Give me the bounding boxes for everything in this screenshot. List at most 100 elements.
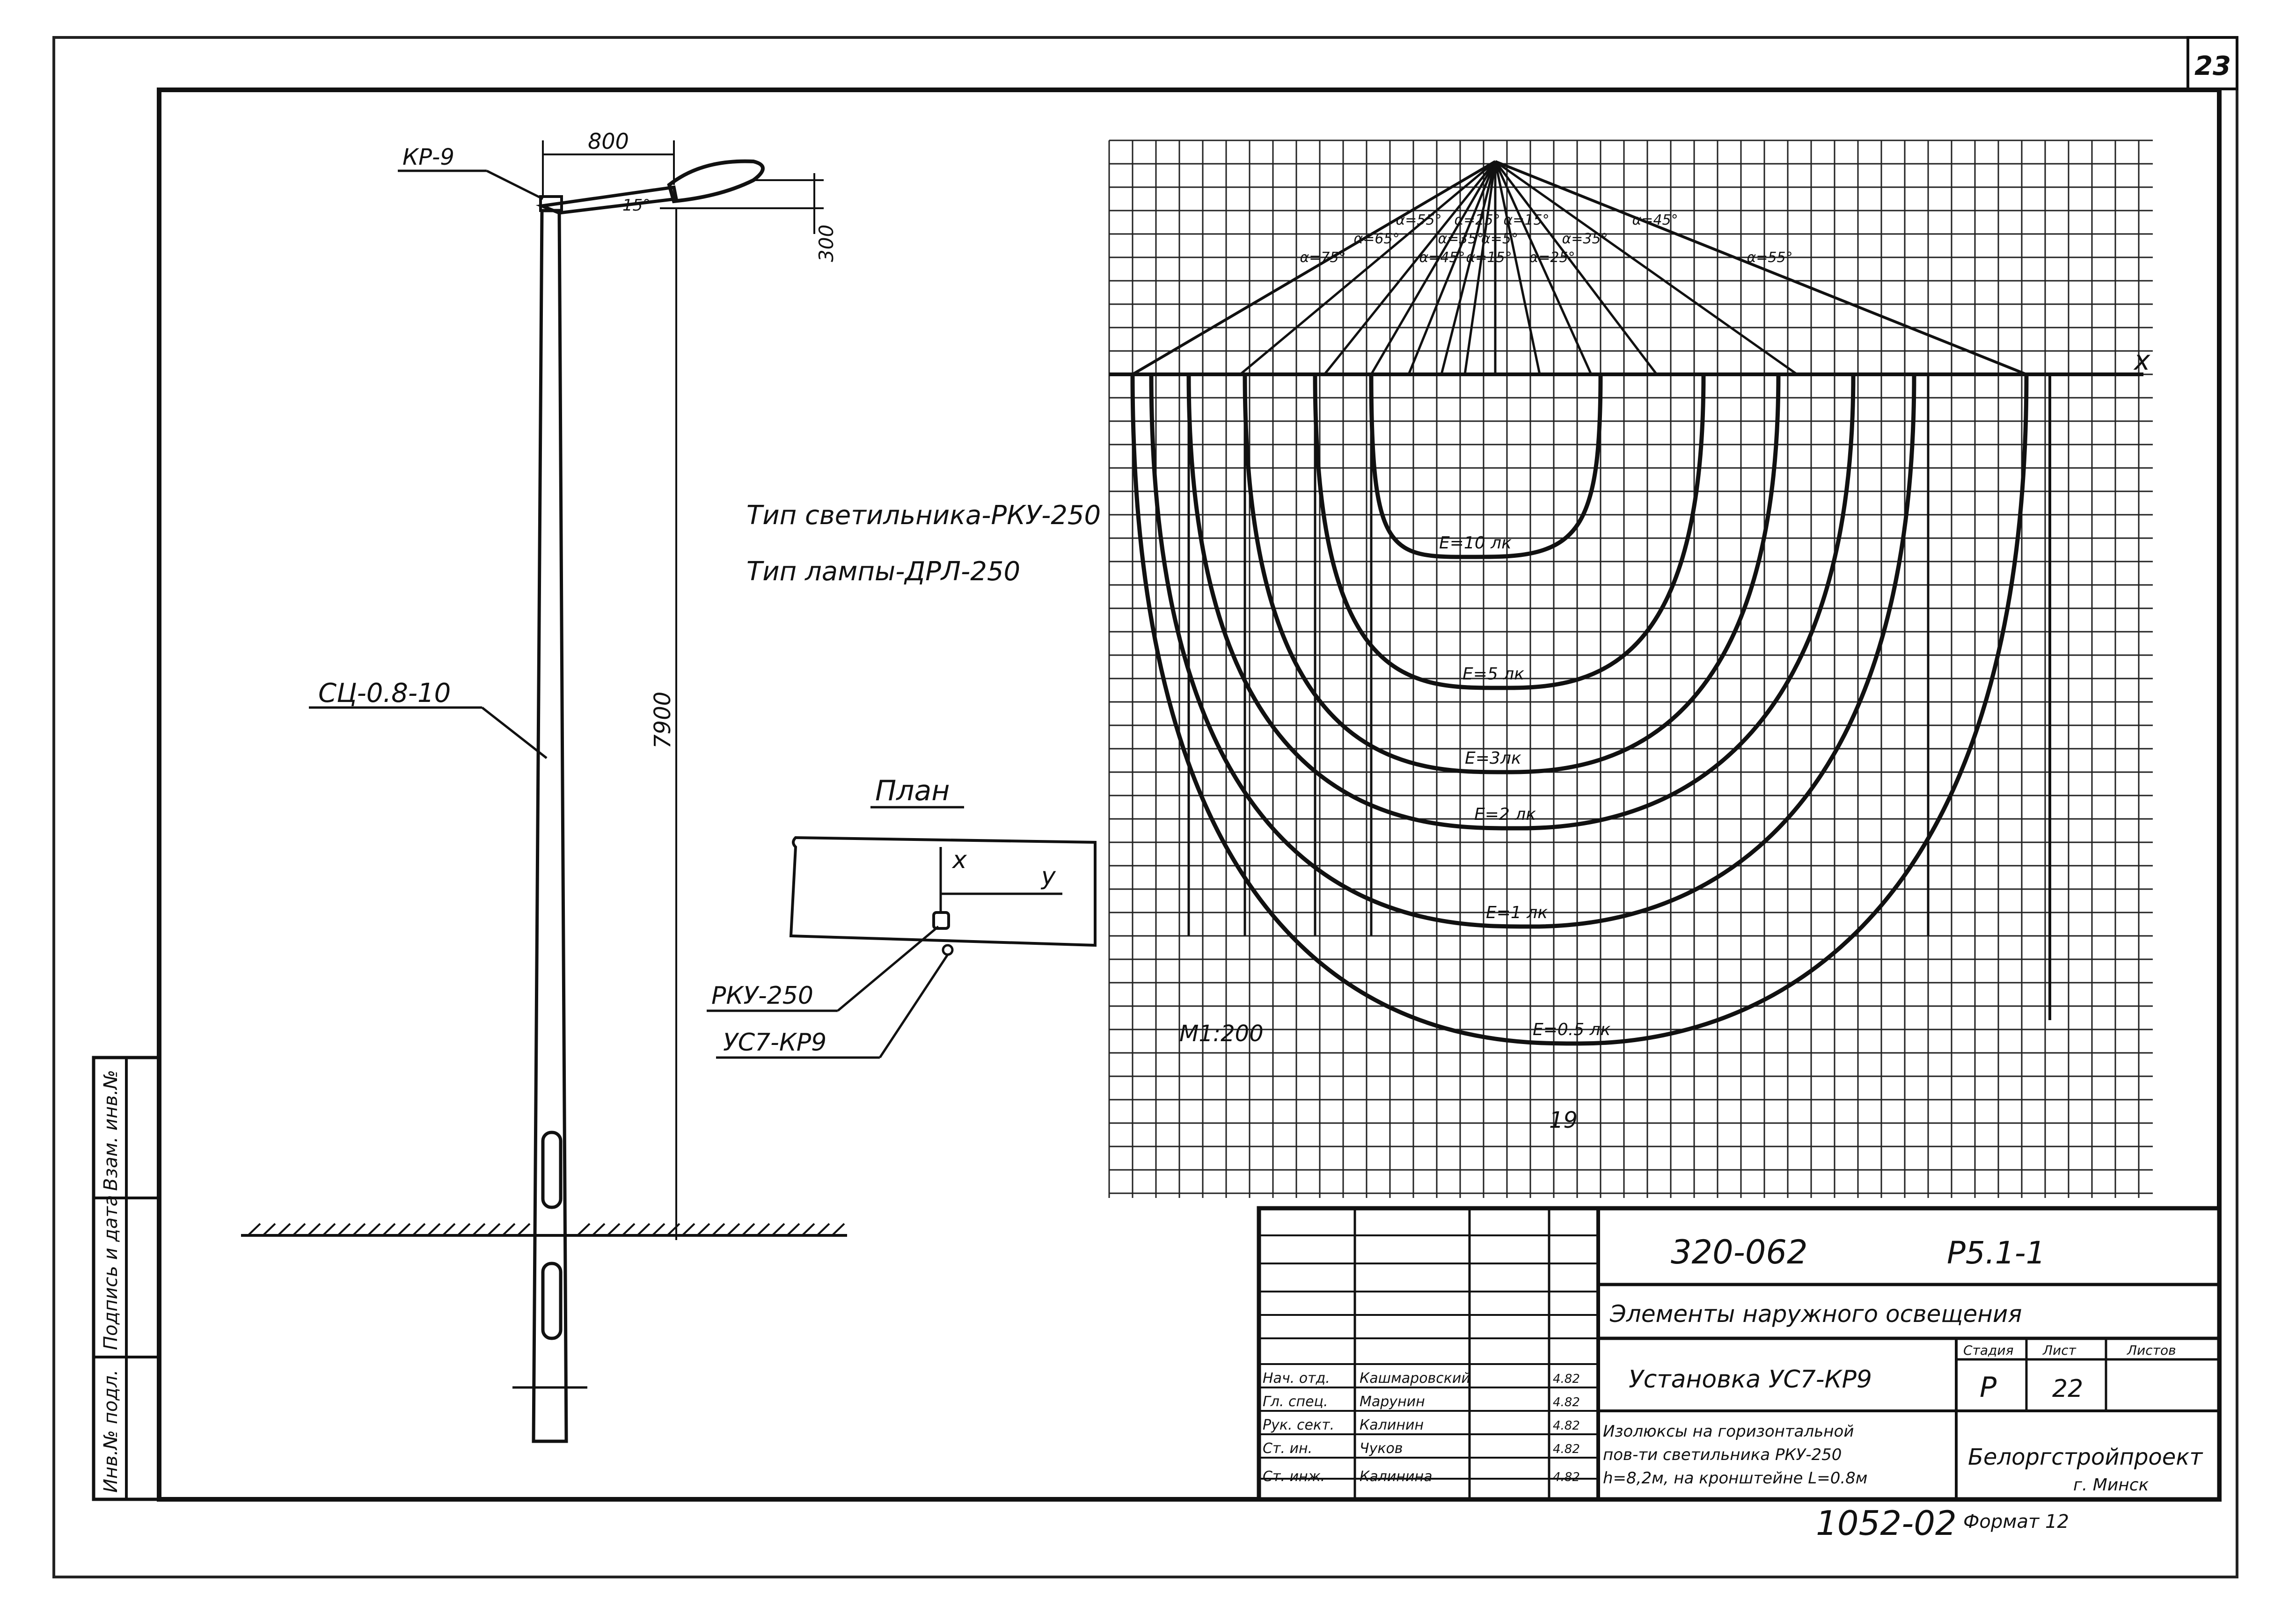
isolux-curve — [1130, 374, 2029, 1046]
hatch-stroke — [801, 1223, 815, 1236]
hatch-stroke — [756, 1223, 770, 1236]
isolux-curve-label: E=2 лк — [1474, 805, 1536, 824]
staff-date: 4.82 — [1553, 1470, 1580, 1484]
ground-hatching — [247, 1223, 845, 1236]
staff-name: Кашмаровский — [1360, 1370, 1470, 1387]
section-title: Элементы наружного освещения — [1609, 1300, 2022, 1328]
staff-name: Чуков — [1360, 1440, 1403, 1457]
pole-body — [532, 209, 568, 1443]
side-stamp-replace: Взам. инв.№ — [100, 1070, 122, 1191]
plan-view: План x y РКУ-250 УС7-КР9 — [707, 774, 1097, 1059]
hatch-stroke — [726, 1223, 740, 1236]
angle-ray — [1494, 161, 1541, 375]
luminaire-type: Тип светильника-РКУ-250 — [746, 500, 1101, 531]
isolux-scale: М1:200 — [1179, 1021, 1264, 1047]
isolux-curve-label: E=5 лк — [1462, 664, 1524, 684]
format-label: Формат 12 — [1963, 1511, 2069, 1533]
angle-ray — [1494, 161, 1593, 375]
plan-luminaire-label: РКУ-250 — [711, 982, 813, 1010]
staff-date: 4.82 — [1553, 1395, 1580, 1409]
angle-ray — [1407, 161, 1497, 375]
plan-unit-label: УС7-КР9 — [723, 1029, 826, 1057]
hatch-stroke — [352, 1223, 366, 1236]
hatch-stroke — [681, 1223, 695, 1236]
angle-ray — [1440, 161, 1497, 375]
staff-date: 4.82 — [1553, 1442, 1580, 1456]
dim-rise: 300 — [815, 225, 838, 262]
hatch-stroke — [277, 1223, 291, 1236]
isolux-curve — [1149, 374, 1916, 929]
staff-name: Калинин — [1360, 1417, 1424, 1433]
inventory-number: 1052-02 — [1816, 1504, 1957, 1543]
dim-reach: 800 — [588, 129, 629, 154]
angle-label: α=25° — [1455, 212, 1500, 228]
road-strip — [789, 836, 1097, 947]
hatch-stroke — [622, 1223, 636, 1236]
sheet-value: 22 — [2052, 1375, 2083, 1403]
staff-role: Ст. ин. — [1263, 1440, 1312, 1457]
drawing-subtitle-3: h=8,2м, на кронштейне L=0.8м — [1603, 1469, 1867, 1488]
hatch-stroke — [322, 1223, 336, 1236]
hatch-stroke — [592, 1223, 606, 1236]
hatch-stroke — [367, 1223, 381, 1236]
staff-name: Марунин — [1360, 1394, 1425, 1410]
side-stamp-sign: Подпись и дата — [100, 1195, 122, 1350]
isolux-grid — [1108, 139, 2153, 1198]
boundary-ray — [1494, 160, 2027, 376]
luminaire-head — [667, 159, 765, 204]
staff-rows: Нач. отд. Кашмаровский 4.82 Гл. спец. Ма… — [1263, 1370, 1580, 1485]
isolux-curve — [1243, 374, 1781, 774]
side-stamp-inv: Инв.№ подл. — [100, 1370, 122, 1493]
hatch-stroke — [577, 1223, 591, 1236]
angle-label: α=15° — [1466, 249, 1512, 266]
outer-frame — [52, 36, 2238, 1578]
staff-role: Нач. отд. — [1263, 1370, 1330, 1387]
pole-hole-upper — [541, 1131, 563, 1209]
hatch-stroke — [786, 1223, 800, 1236]
pole-hole-lower — [541, 1262, 563, 1340]
isolux-curve — [1186, 374, 1856, 831]
sheet-number-box — [2186, 36, 2238, 90]
isolux-curve-label: E=3лк — [1465, 749, 1521, 768]
dim-height: 7900 — [650, 692, 676, 749]
hatch-stroke — [382, 1223, 396, 1236]
sheet-header: Лист — [2042, 1343, 2077, 1358]
isolux-curve-label: E=1 лк — [1486, 903, 1548, 922]
plan-title: План — [875, 774, 950, 807]
drawing-subtitle-2: пов-ти светильника РКУ-250 — [1603, 1445, 1842, 1464]
hatch-stroke — [337, 1223, 351, 1236]
bracket-label: КР-9 — [402, 144, 454, 170]
plan-luminaire — [932, 911, 950, 930]
hatch-stroke — [517, 1223, 531, 1236]
pole-cap — [539, 195, 563, 212]
angle-ray — [1494, 160, 1798, 376]
plan-pole — [942, 944, 954, 956]
sheets-header: Листов — [2127, 1343, 2176, 1358]
angle-rays: α=75°α=65°α=55°α=45°α=35°α=25°α=15°α=5°α… — [1132, 160, 2027, 376]
hatch-stroke — [651, 1223, 665, 1236]
isolux-curve-label: E=0.5 лк — [1533, 1020, 1611, 1039]
sheet-number: 23 — [2194, 51, 2231, 81]
staff-role: Ст. инж. — [1263, 1468, 1325, 1485]
staff-date: 4.82 — [1553, 1372, 1580, 1386]
angle-label: α=55° — [1747, 249, 1793, 266]
plan-axis-x: x — [951, 846, 967, 874]
hatch-stroke — [427, 1223, 441, 1236]
staff-date: 4.82 — [1553, 1419, 1580, 1433]
angle-label: α=15° — [1504, 212, 1550, 228]
angle-ray — [1463, 161, 1497, 375]
doc-number: 320-062 — [1671, 1233, 1807, 1271]
stage-header: Стадия — [1963, 1343, 2013, 1358]
isolux-axis-x: x — [2133, 344, 2150, 376]
org-city: г. Минск — [2073, 1475, 2149, 1495]
tilt-angle: 15° — [622, 196, 651, 215]
isolux-bottom-mark: 19 — [1549, 1107, 1578, 1133]
pole-label: СЦ-0.8-10 — [318, 678, 451, 708]
hatch-stroke — [607, 1223, 621, 1236]
isolux-diagram: α=75°α=65°α=55°α=45°α=35°α=25°α=15°α=5°α… — [1108, 139, 2153, 1198]
lamp-type: Тип лампы-ДРЛ-250 — [746, 556, 1020, 587]
hatch-stroke — [457, 1223, 471, 1236]
hatch-stroke — [262, 1223, 276, 1236]
